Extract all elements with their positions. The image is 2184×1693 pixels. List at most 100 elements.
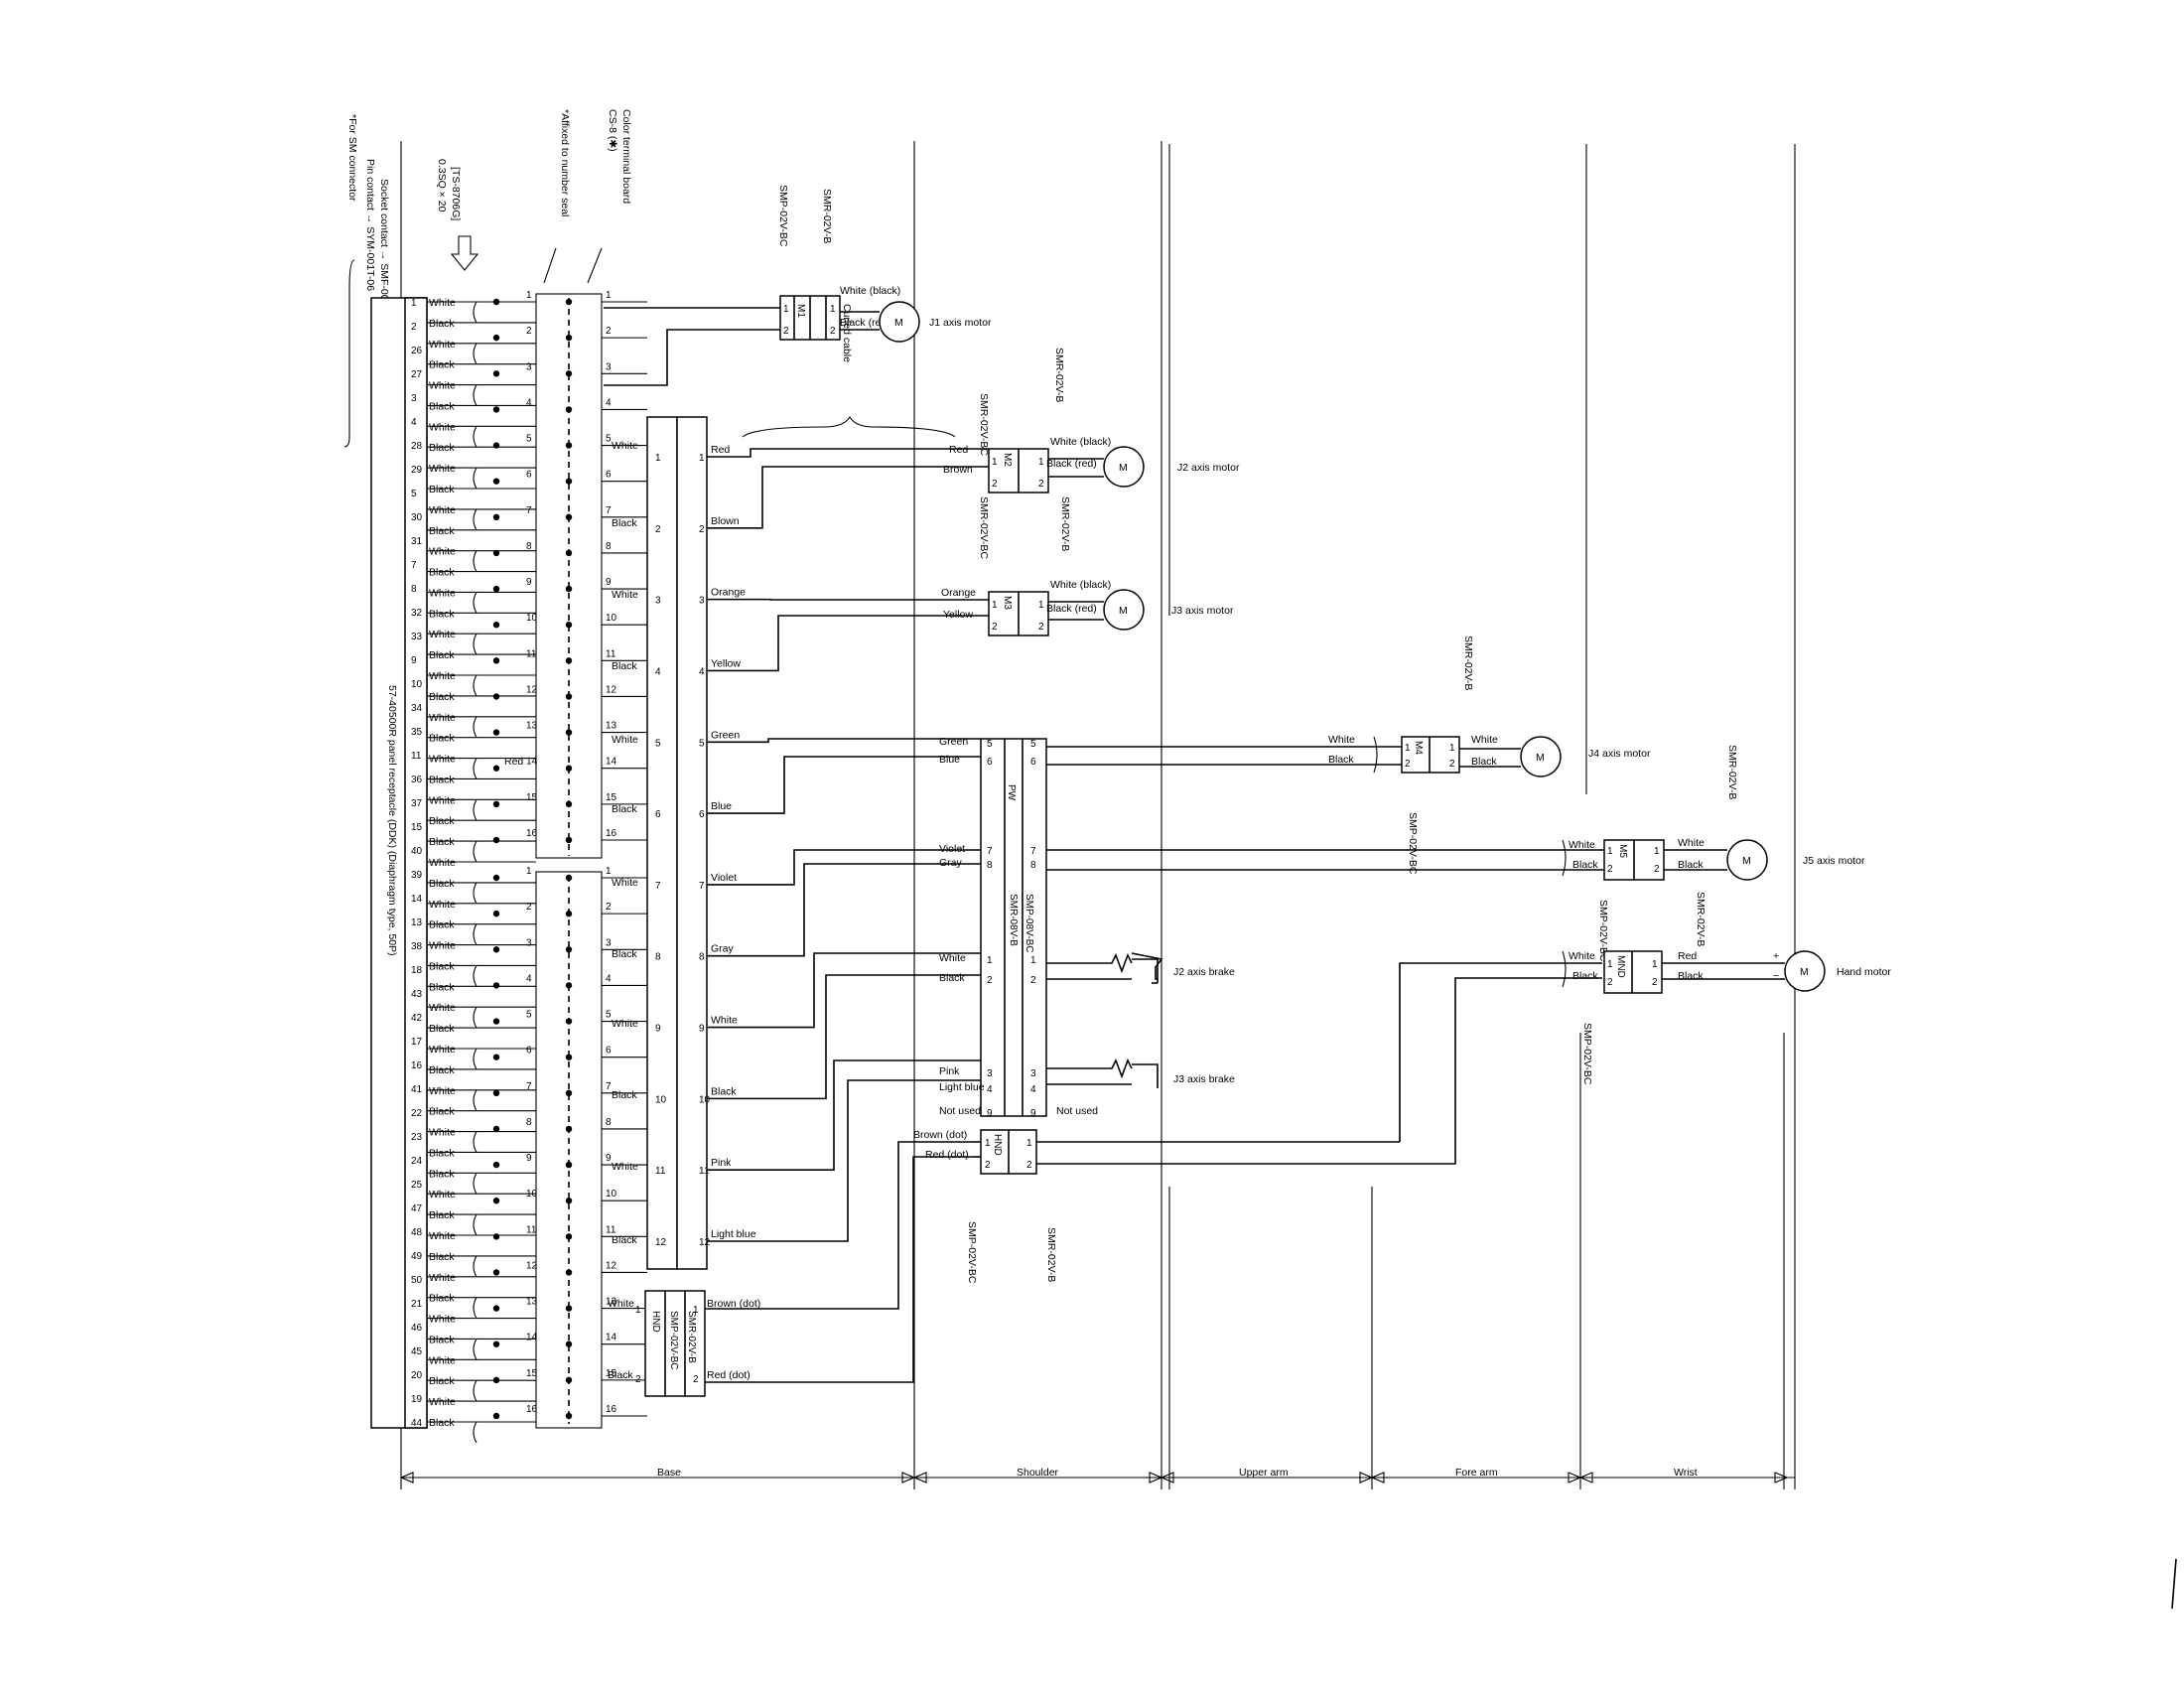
cable-b-color: White bbox=[612, 1161, 638, 1173]
cable-b-color: White bbox=[612, 877, 638, 889]
strip-pin-right: 8 bbox=[699, 952, 705, 963]
junction-dot bbox=[493, 1162, 499, 1168]
terminal-pin-left: 8 bbox=[526, 541, 532, 552]
svg-text:SMR-02V-B: SMR-02V-B bbox=[1726, 745, 1738, 799]
twist-loop bbox=[474, 344, 477, 364]
pw-color: Blue bbox=[939, 754, 960, 766]
receptacle-wire-color: Black bbox=[429, 484, 455, 495]
svg-text:2: 2 bbox=[783, 326, 789, 337]
receptacle-wire-color: Black bbox=[429, 981, 455, 993]
terminal-pin-left: 3 bbox=[526, 937, 532, 948]
junction-dot bbox=[493, 911, 499, 917]
receptacle-pin: 28 bbox=[411, 441, 423, 452]
j3-brake-label: J3 axis brake bbox=[1173, 1073, 1235, 1085]
terminal-pin-right: 13 bbox=[606, 721, 617, 732]
terminal-pin-left: 9 bbox=[526, 577, 532, 588]
terminal-dot bbox=[566, 478, 572, 484]
receptacle-wire-color: White bbox=[429, 1354, 456, 1366]
twist-loop bbox=[474, 883, 477, 904]
svg-text:J1 axis motor: J1 axis motor bbox=[929, 317, 992, 329]
strip-pin-right: 12 bbox=[699, 1237, 711, 1248]
svg-text:2: 2 bbox=[830, 326, 836, 337]
svg-text:Black (red): Black (red) bbox=[1046, 603, 1097, 615]
svg-text:J5 axis motor: J5 axis motor bbox=[1803, 855, 1865, 867]
receptacle-pin: 9 bbox=[411, 655, 417, 666]
receptacle-pin: 2 bbox=[411, 322, 417, 333]
strip-pin-right: 11 bbox=[699, 1166, 710, 1177]
terminal-dot bbox=[566, 1377, 572, 1383]
svg-text:1: 1 bbox=[1607, 846, 1613, 857]
junction-dot bbox=[493, 1198, 499, 1203]
terminal-dot bbox=[566, 801, 572, 807]
receptacle-wire-color: White bbox=[429, 629, 456, 640]
pw-color: White bbox=[939, 952, 966, 964]
strip-pin-right: 6 bbox=[699, 809, 705, 820]
receptacle-wire-colors: WhiteBlackWhiteBlackWhiteBlackWhiteBlack… bbox=[427, 297, 536, 1443]
terminal-dot bbox=[566, 875, 572, 881]
terminal-dot bbox=[566, 1413, 572, 1419]
terminal-pin-left: 5 bbox=[526, 1010, 532, 1021]
terminal-dot bbox=[566, 982, 572, 988]
svg-text:White: White bbox=[1471, 734, 1498, 746]
section-wires bbox=[1046, 737, 1604, 987]
receptacle-pin: 37 bbox=[411, 798, 423, 809]
terminal-pin-right: 4 bbox=[606, 973, 612, 984]
receptacle-pin: 24 bbox=[411, 1156, 423, 1167]
receptacle-pin: 7 bbox=[411, 560, 417, 571]
receptacle-wire-color: White bbox=[429, 1127, 456, 1139]
terminal-dot bbox=[566, 335, 572, 341]
strip-pin-left: 11 bbox=[655, 1166, 666, 1177]
red-marker: Red bbox=[504, 756, 523, 768]
svg-text:Not used: Not used bbox=[1056, 1105, 1098, 1117]
receptacle-pin: 31 bbox=[411, 536, 423, 547]
junction-dot bbox=[493, 586, 499, 592]
pw-color: Pink bbox=[939, 1065, 960, 1077]
svg-text:Red (dot): Red (dot) bbox=[707, 1369, 751, 1381]
pw-color: Not used bbox=[939, 1105, 981, 1117]
receptacle-pin: 18 bbox=[411, 965, 423, 976]
receptacle-wire-color: White bbox=[429, 1085, 456, 1097]
terminal-pin-right: 6 bbox=[606, 1046, 612, 1057]
cable-a-color: White bbox=[612, 440, 638, 452]
junction-dot bbox=[493, 875, 499, 881]
terminal-dot bbox=[566, 1233, 572, 1239]
svg-text:SMP-02V-BC: SMP-02V-BC bbox=[1581, 1023, 1593, 1085]
pw-pin-left: 7 bbox=[987, 846, 993, 857]
terminal-pin-right: 12 bbox=[606, 1260, 617, 1271]
receptacle-pin: 50 bbox=[411, 1275, 423, 1286]
terminal-pin-right: 10 bbox=[606, 1189, 617, 1199]
twist-loop bbox=[474, 1049, 477, 1069]
terminal-pin-right: 7 bbox=[606, 505, 612, 516]
svg-text:SMR-02V-BC: SMR-02V-BC bbox=[978, 393, 990, 456]
receptacle-wire-color: Black bbox=[429, 815, 455, 827]
receptacle-wire-color: Black bbox=[429, 608, 455, 620]
junction-dot bbox=[493, 299, 499, 305]
svg-text:M: M bbox=[894, 317, 903, 329]
terminal-pin-left: 6 bbox=[526, 470, 532, 481]
svg-text:1: 1 bbox=[1038, 600, 1044, 611]
receptacle-pin: 4 bbox=[411, 417, 417, 428]
terminal-pin-left: 11 bbox=[526, 1224, 537, 1235]
strip-wire-color: Light blue bbox=[711, 1228, 756, 1240]
receptacle-pin: 47 bbox=[411, 1203, 423, 1214]
terminal-pin-left: 11 bbox=[526, 648, 537, 659]
receptacle-pin: 20 bbox=[411, 1370, 423, 1381]
terminal-dot bbox=[566, 1162, 572, 1168]
receptacle-wire-color: White bbox=[429, 380, 456, 392]
receptacle-pin: 35 bbox=[411, 727, 423, 738]
pw-pin-left: 2 bbox=[987, 975, 993, 986]
junction-dot bbox=[493, 370, 499, 376]
section-upper-arm: Upper arm bbox=[1239, 1467, 1289, 1479]
junction-dot bbox=[493, 1233, 499, 1239]
svg-text:M1: M1 bbox=[795, 304, 806, 318]
svg-text:SMR-02V-B: SMR-02V-B bbox=[1695, 892, 1706, 946]
terminal-dot bbox=[566, 1341, 572, 1347]
twist-loop bbox=[474, 759, 477, 779]
terminal-pin-right: 2 bbox=[606, 326, 612, 337]
junction-dot bbox=[493, 514, 499, 520]
pw-pin-right: 5 bbox=[1030, 739, 1036, 750]
receptacle-pin: 38 bbox=[411, 941, 423, 952]
cable-b-color: Black bbox=[612, 948, 637, 960]
twist-loop bbox=[474, 634, 477, 654]
